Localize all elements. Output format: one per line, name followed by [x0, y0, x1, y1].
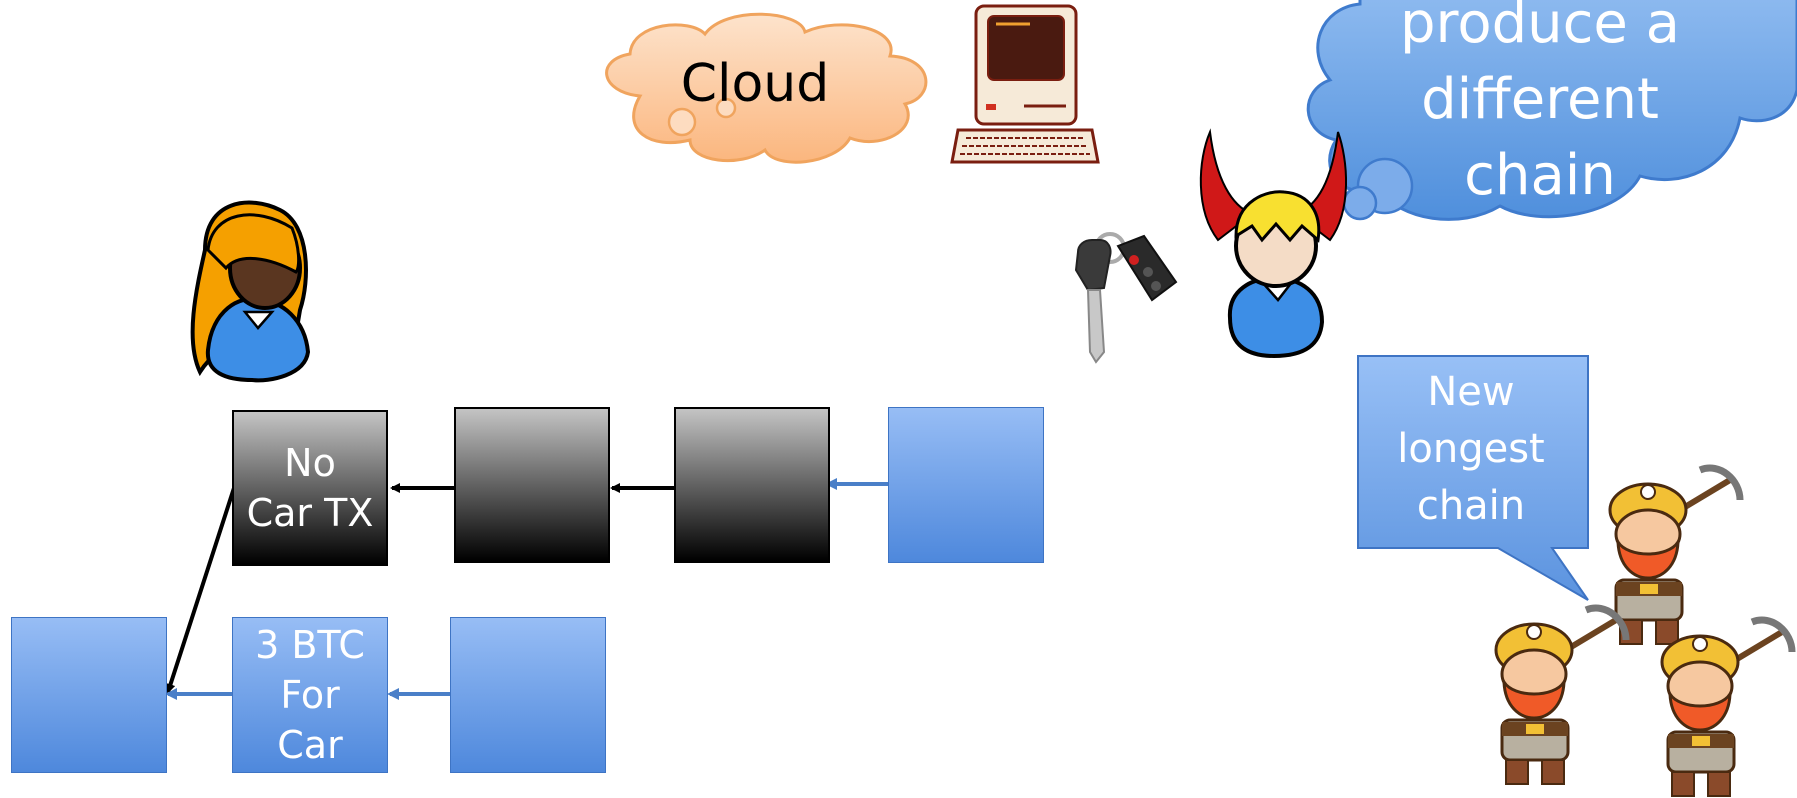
callout-shape	[1357, 355, 1589, 601]
cloud-label: Cloud	[680, 54, 830, 114]
callout-text: New longest chain	[1397, 369, 1545, 529]
thought-bubble-shape	[1306, 0, 1797, 221]
block-top-1: No Car TX	[232, 410, 388, 566]
block-label: No Car TX	[246, 441, 374, 535]
block-top-2	[454, 407, 610, 563]
computer-icon	[950, 4, 1100, 164]
miner-dwarf-icon	[1660, 616, 1796, 797]
block-bottom-3	[450, 617, 606, 773]
thought-bubble-text: produce a different chain	[1400, 0, 1680, 208]
attacker-devil-icon	[1199, 128, 1348, 359]
alice-icon	[190, 200, 311, 383]
miner-dwarf-icon	[1494, 604, 1630, 785]
car-keys-icon	[1074, 232, 1178, 364]
block-top-4	[888, 407, 1044, 563]
arrow-top-1-to-bottom-1	[165, 487, 236, 694]
miner-dwarf-icon	[1608, 464, 1744, 645]
cloud-shape	[605, 12, 928, 164]
block-label: 3 BTC For Car	[255, 623, 365, 767]
block-bottom-1	[11, 617, 167, 773]
block-top-3	[674, 407, 830, 563]
block-bottom-2: 3 BTC For Car	[232, 617, 388, 773]
